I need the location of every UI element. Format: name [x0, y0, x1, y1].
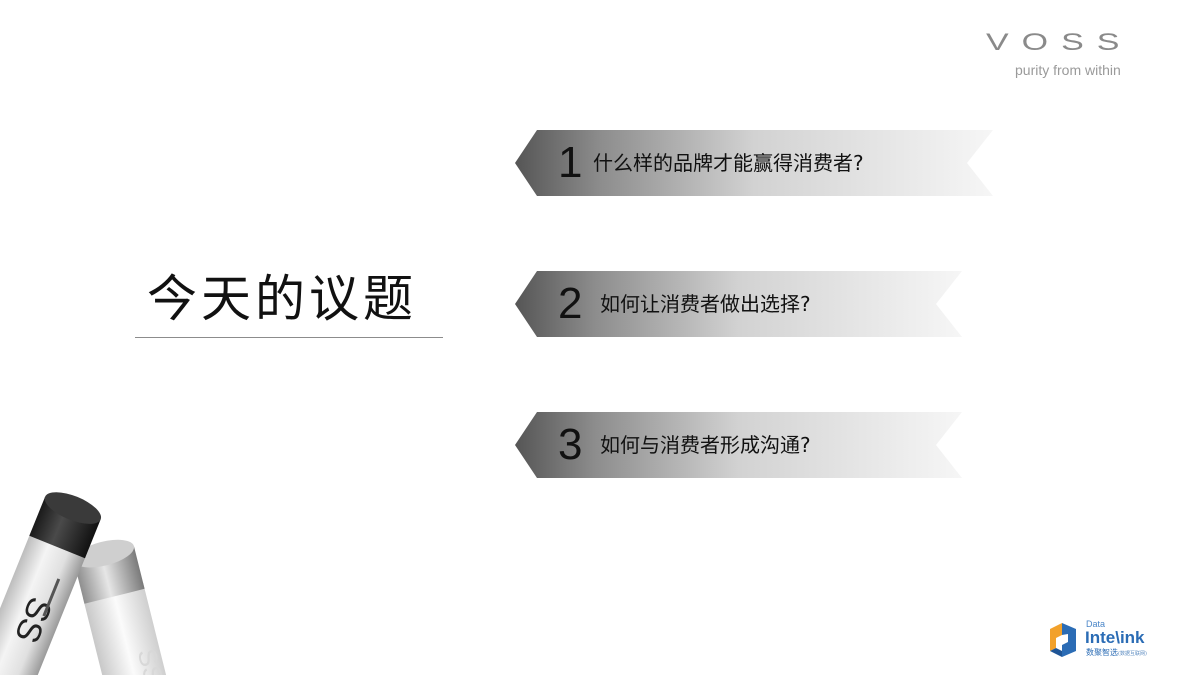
agenda-text: 什么样的品牌才能赢得消费者?	[593, 151, 864, 175]
banner-shape	[515, 412, 962, 478]
agenda-item-2: 2 如何让消费者做出选择?	[515, 271, 962, 337]
datainterlink-cn-text: 数聚智选(数据互联网)	[1086, 648, 1147, 659]
agenda-item-3: 3 如何与消费者形成沟通?	[515, 412, 962, 478]
svg-text:SS: SS	[132, 646, 170, 675]
datainterlink-logo: Data Inte\ink 数聚智选(数据互联网)	[1046, 619, 1156, 661]
title-underline	[135, 337, 443, 338]
datainterlink-cn-sub: (数据互联网)	[1118, 651, 1147, 657]
banner-shape	[515, 271, 962, 337]
voss-tagline: purity from within	[1015, 62, 1121, 78]
page-title: 今天的议题	[147, 270, 417, 328]
datainterlink-main-text: Inte\ink	[1085, 628, 1145, 647]
datainterlink-cn-main: 数聚智选	[1086, 648, 1118, 657]
agenda-number: 1	[558, 138, 583, 187]
datainterlink-small-text: Data	[1086, 619, 1106, 629]
voss-wordmark: VOSS	[986, 28, 1133, 56]
agenda-item-1: 1 什么样的品牌才能赢得消费者?	[515, 130, 993, 196]
banner-shape	[515, 130, 993, 196]
bottle-illustration: SS SS	[0, 492, 170, 675]
datainterlink-mark-icon	[1050, 623, 1076, 657]
agenda-number: 2	[558, 279, 583, 328]
agenda-number: 3	[558, 420, 583, 469]
agenda-text: 如何让消费者做出选择?	[600, 292, 811, 316]
agenda-text: 如何与消费者形成沟通?	[600, 433, 811, 457]
title-block: 今天的议题	[135, 268, 443, 340]
voss-logo: VOSS purity from within	[986, 30, 1161, 82]
